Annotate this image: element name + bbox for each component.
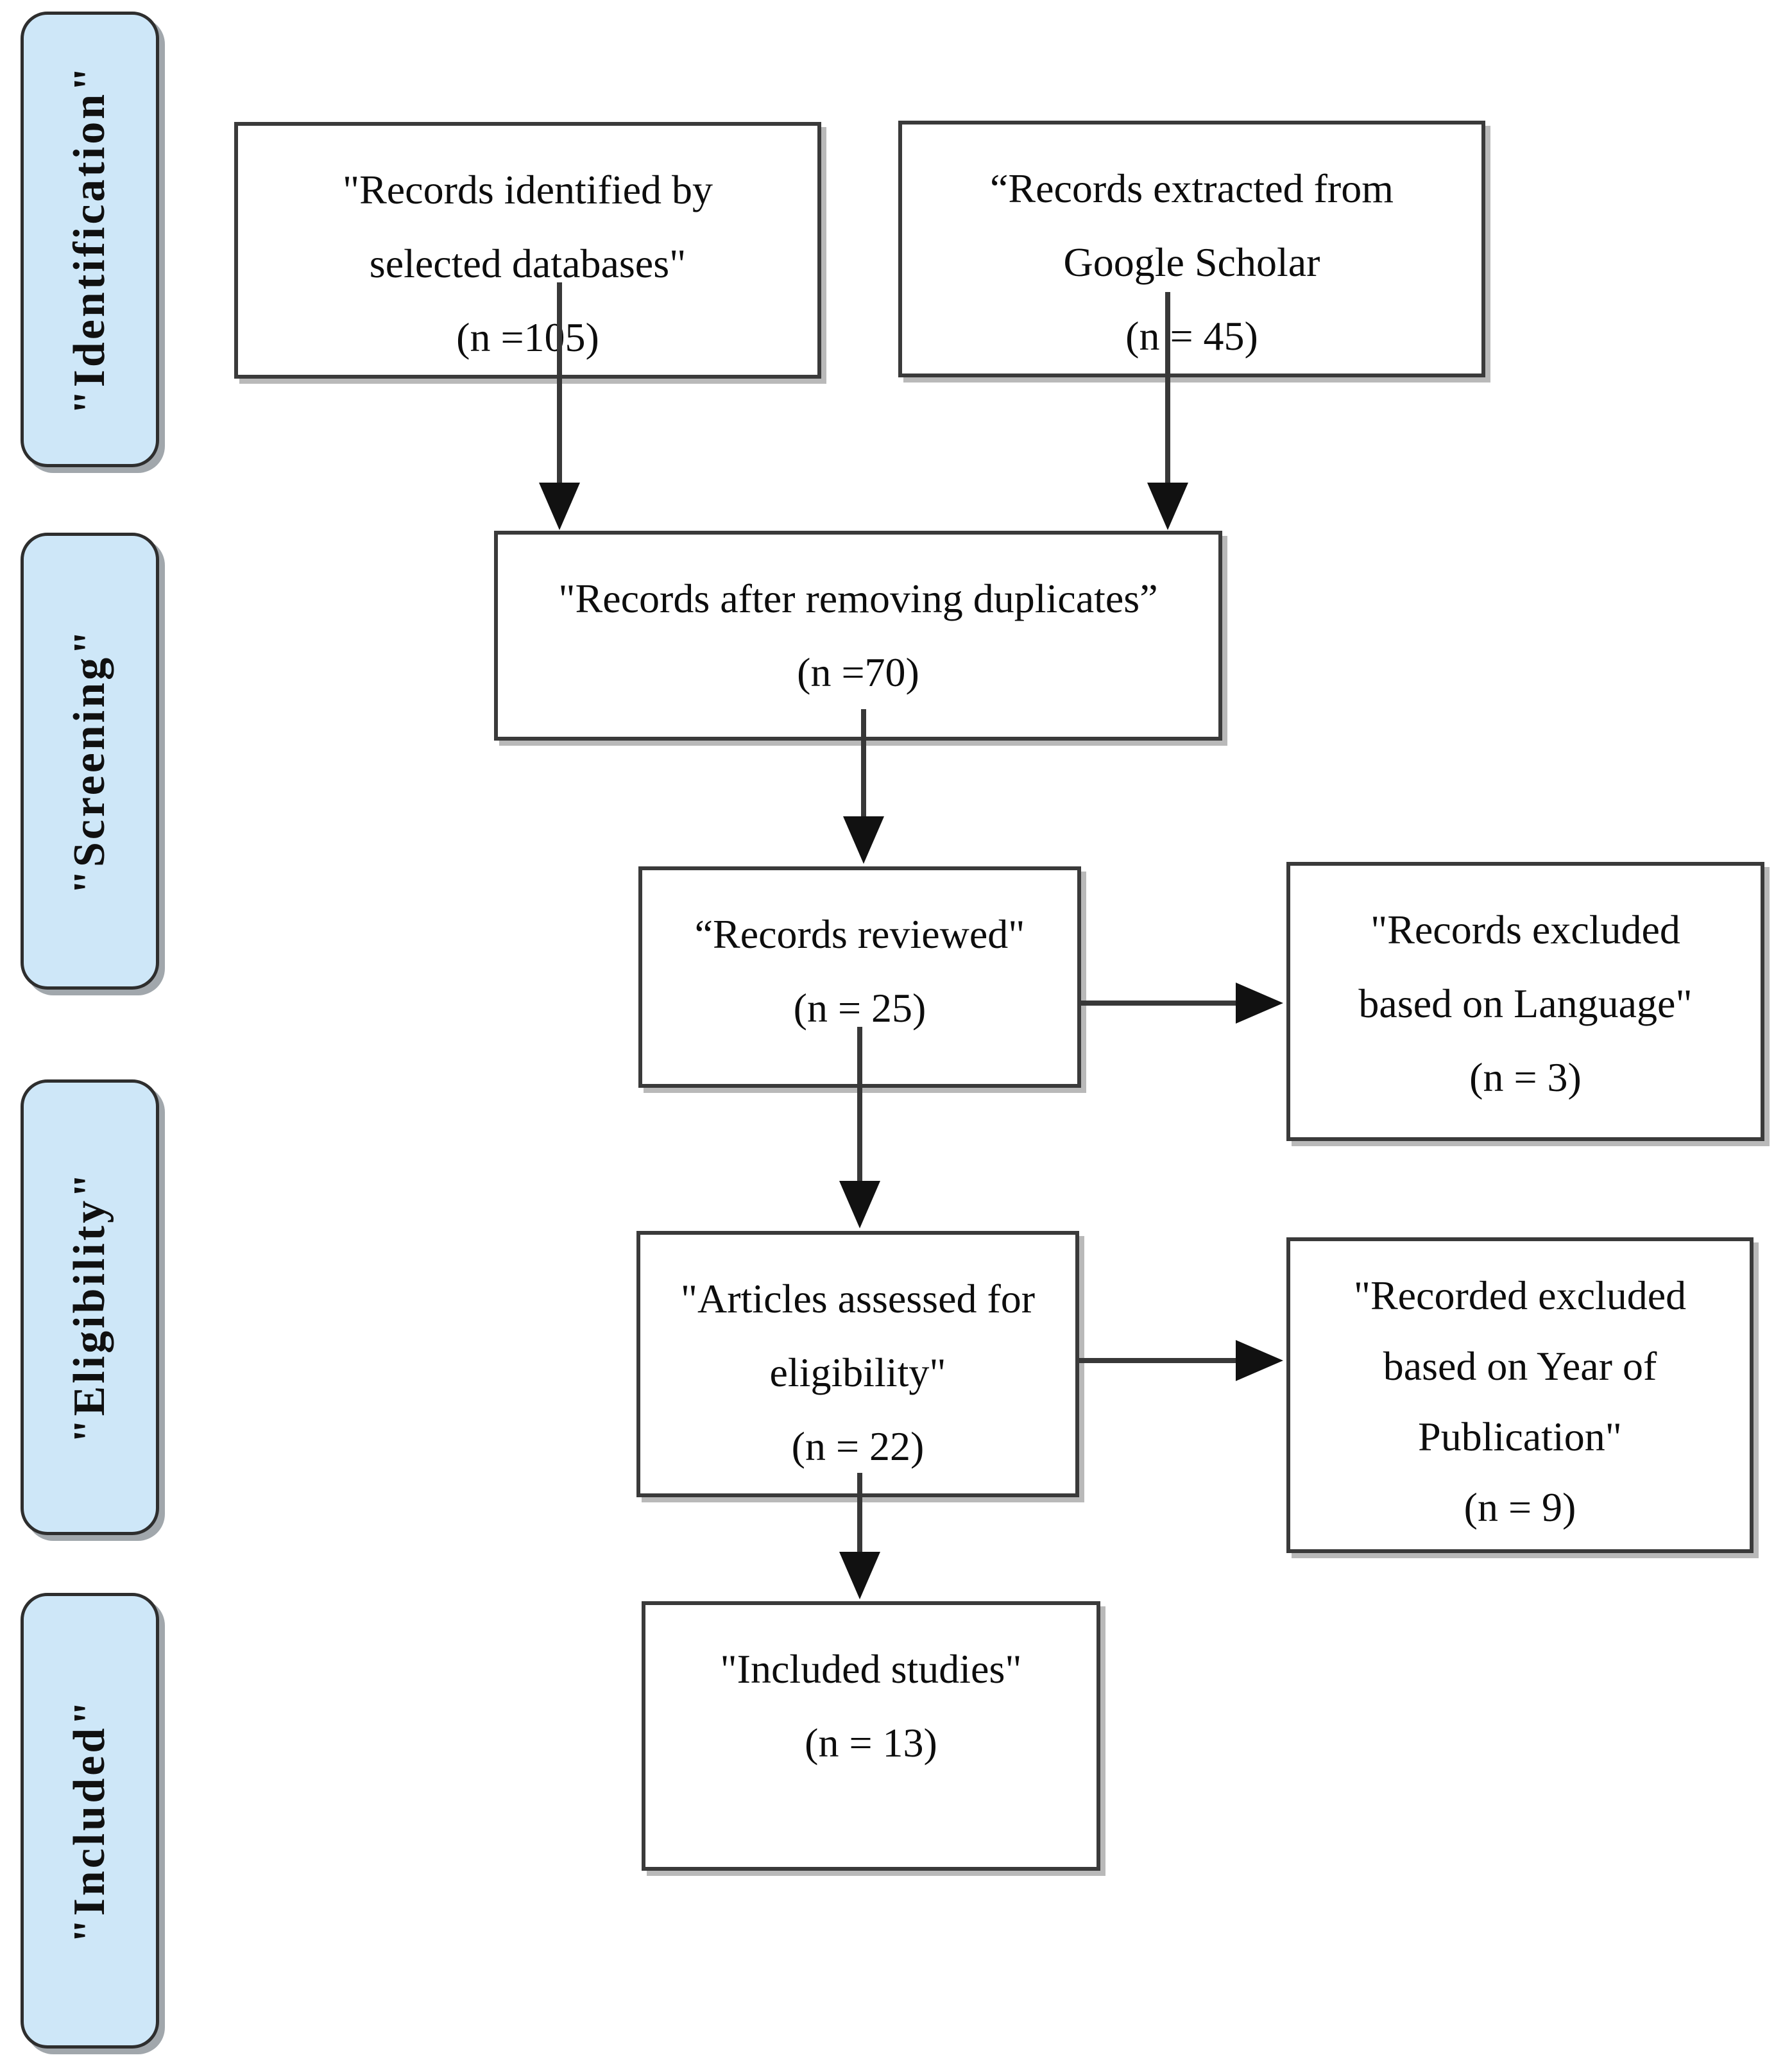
box-included-studies-text: "Included studies" (n = 13) [720, 1646, 1022, 1766]
box-records-extracted: “Records extracted from Google Scholar (… [898, 121, 1485, 377]
box-records-after-duplicates-text: "Records after removing duplicates” (n =… [558, 576, 1158, 696]
box-records-extracted-text: “Records extracted from Google Scholar (… [989, 166, 1394, 359]
stage-screening: "Screening" [21, 533, 159, 990]
box-articles-assessed: "Articles assessed for eligibility" (n =… [636, 1231, 1079, 1497]
box-records-identified-text: "Records identified by selected database… [342, 167, 713, 361]
stage-included: "Included" [21, 1593, 159, 2049]
stage-eligibility-label: "Eligibility" [65, 1171, 114, 1444]
box-records-after-duplicates: "Records after removing duplicates” (n =… [494, 531, 1222, 741]
stage-identification-label: "Identification" [65, 64, 114, 415]
stage-included-label: "Included" [65, 1697, 114, 1944]
box-excluded-year-text: "Recorded excluded based on Year of Publ… [1353, 1273, 1687, 1531]
box-included-studies: "Included studies" (n = 13) [642, 1601, 1100, 1871]
stage-eligibility: "Eligibility" [21, 1079, 159, 1535]
arrow-assessed-to-excluded-year [1079, 1340, 1283, 1381]
box-excluded-year: "Recorded excluded based on Year of Publ… [1286, 1237, 1754, 1553]
stage-screening-label: "Screening" [65, 628, 114, 895]
box-records-identified: "Records identified by selected database… [234, 122, 821, 379]
arrow-reviewed-to-excluded-language [1081, 983, 1283, 1024]
box-excluded-language-text: "Records excluded based on Language" (n … [1358, 907, 1693, 1101]
stage-identification: "Identification" [21, 12, 159, 467]
box-excluded-language: "Records excluded based on Language" (n … [1286, 862, 1764, 1141]
box-records-reviewed: “Records reviewed" (n = 25) [638, 866, 1081, 1088]
box-records-reviewed-text: “Records reviewed" (n = 25) [694, 911, 1025, 1031]
box-articles-assessed-text: "Articles assessed for eligibility" (n =… [680, 1276, 1036, 1470]
